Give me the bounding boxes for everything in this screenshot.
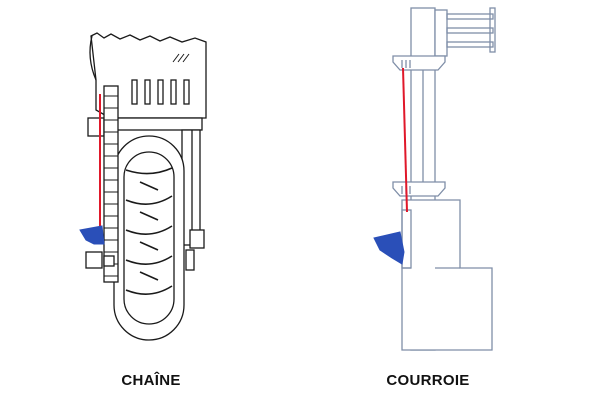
belt-mounting-bolts: [446, 7, 496, 53]
belt-lower-pulley: [392, 181, 446, 197]
belt-lower-housing: [401, 199, 493, 351]
belt-drive-illustration: [373, 7, 496, 351]
belt-red-highlight: [402, 67, 408, 213]
housing-vent-slots: [131, 79, 190, 105]
chain-blue-component: [79, 225, 105, 245]
chain-drive-illustration: [79, 32, 207, 341]
belt-blue-component: [373, 231, 405, 265]
tyre-treads: [125, 167, 173, 295]
drive-chain: [103, 85, 119, 283]
wheel-frame-bracket: [103, 117, 203, 131]
chain-tensioner: [85, 251, 103, 269]
caption-belt: COURROIE: [386, 372, 470, 389]
belt-upper-pulley: [392, 55, 446, 71]
belt-top-bracket: [434, 9, 448, 57]
caption-chain: CHAÎNE: [121, 372, 181, 389]
